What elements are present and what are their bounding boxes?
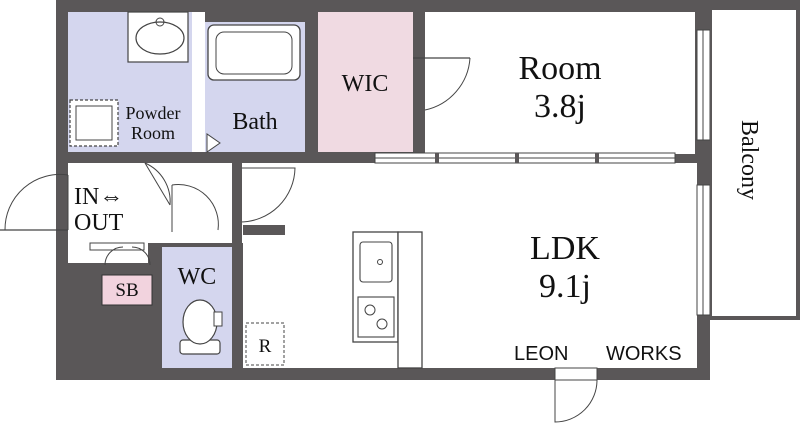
hall-floor xyxy=(140,163,244,243)
wc-label: WC xyxy=(177,264,217,290)
sink xyxy=(359,241,393,283)
powder-room-line1: Powder xyxy=(125,103,181,123)
hall-door-swing-1 xyxy=(144,162,171,206)
bottom-door-swing xyxy=(554,379,598,423)
shoe-door-swing-1 xyxy=(104,246,124,266)
shoe-box xyxy=(101,274,153,306)
entrance-line2: OUT xyxy=(74,210,124,236)
refrigerator-label: R xyxy=(258,336,272,357)
toilet-bowl xyxy=(182,299,218,345)
bathtub xyxy=(207,24,301,81)
ldk-door-swing xyxy=(239,167,296,223)
room-floor xyxy=(425,12,695,154)
ldk-floor xyxy=(243,163,697,368)
washer-pan-inner xyxy=(75,105,113,141)
wic-door-swing xyxy=(424,57,471,111)
sliding-door-wall-2 xyxy=(515,153,519,163)
powder-gap xyxy=(192,12,205,152)
balcony-label: Balcony xyxy=(736,120,762,200)
hall-wall-2 xyxy=(243,225,285,235)
ldk-name: LDK xyxy=(530,230,600,267)
powder-room-line2: Room xyxy=(130,123,175,143)
kitchen-partition xyxy=(397,231,423,369)
powder-room-label: Powder Room xyxy=(113,104,193,142)
hall-wall-1 xyxy=(232,163,242,243)
brand-left: LEON xyxy=(514,343,569,365)
entrance-label: IN⇔ OUT xyxy=(74,185,134,235)
sliding-door-wall-3 xyxy=(595,153,599,163)
shoe-box-label: SB xyxy=(115,280,139,301)
toilet-shelf xyxy=(213,311,223,327)
sliding-door-wall-1 xyxy=(435,153,439,163)
balcony-floor xyxy=(712,10,796,316)
wic-floor xyxy=(318,12,413,152)
stove-burner-1 xyxy=(364,304,376,316)
washer-pan xyxy=(69,99,119,147)
entrance-line1: IN⇔ xyxy=(74,184,124,210)
basin-bowl xyxy=(135,21,185,55)
bottom-door-frame xyxy=(554,367,598,381)
entrance-step xyxy=(89,242,145,251)
wic-label: WIC xyxy=(341,71,389,97)
room-name: Room xyxy=(518,50,602,87)
stove-burner-2 xyxy=(376,318,388,330)
shoe-door-swing-2 xyxy=(131,246,151,266)
bath-label: Bath xyxy=(232,109,278,135)
wc-door-swing xyxy=(171,184,219,231)
sink-drain xyxy=(377,259,383,265)
room-size: 3.8j xyxy=(534,88,586,125)
ldk-size: 9.1j xyxy=(539,268,591,305)
brand-right: WORKS xyxy=(606,343,682,365)
stove xyxy=(357,296,395,338)
entrance-door-swing xyxy=(4,173,69,231)
bathtub-inner xyxy=(215,31,293,75)
ldk-label: LDK 9.1j xyxy=(505,232,625,304)
hall-door-leaf-1 xyxy=(144,162,171,206)
room-label: Room 3.8j xyxy=(500,52,620,124)
bath-door xyxy=(206,133,221,153)
basin-tap xyxy=(155,17,165,27)
